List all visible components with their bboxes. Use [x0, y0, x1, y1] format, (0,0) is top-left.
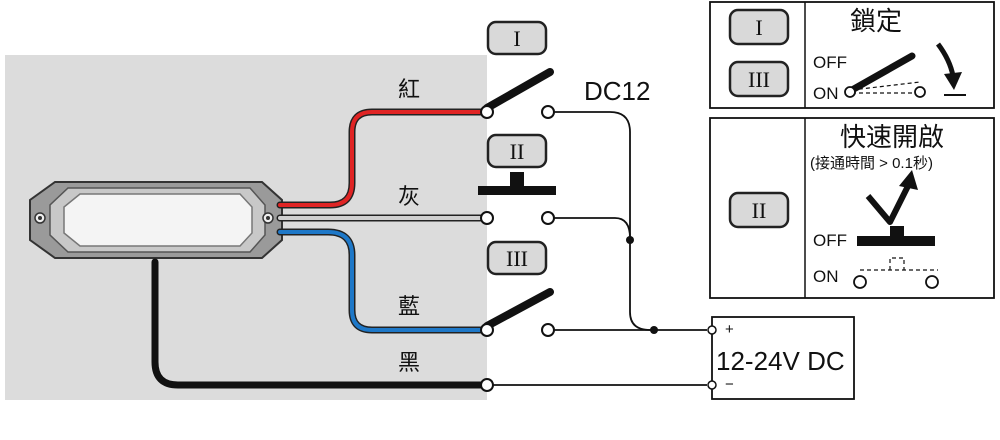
gray-wire-label: 灰 — [398, 184, 420, 209]
junction-dot-1 — [626, 236, 634, 244]
switch-2-label: II — [510, 139, 525, 164]
legend-momentary: II 快速開啟 (接通時間 > 0.1秒) OFF ON — [709, 117, 995, 299]
legend-momentary-title: 快速開啟 — [840, 122, 944, 152]
switch-2-key — [486, 133, 548, 169]
power-supply: + − 12-24V DC — [707, 316, 855, 400]
supply-voltage-label: 12-24V DC — [716, 346, 845, 376]
black-wire — [151, 258, 489, 389]
legend-lock-key-2-label: III — [748, 67, 770, 92]
black-wire-label: 黑 — [398, 350, 420, 375]
legend-lock-key-1 — [728, 8, 790, 46]
led-light-unit — [29, 181, 283, 259]
blue-wire-label: 藍 — [398, 294, 420, 319]
dc12-bus-wire — [554, 111, 707, 331]
switch-3: III — [480, 240, 555, 337]
legend-lock-key-2 — [728, 60, 790, 98]
legend-lock-key-1-label: I — [755, 15, 762, 40]
legend-momentary-off: OFF — [813, 231, 847, 250]
legend-momentary-on: ON — [813, 267, 839, 286]
switch-1-key — [486, 20, 548, 56]
legend-lock-on: ON — [813, 84, 839, 103]
legend-momentary-key — [728, 191, 790, 229]
switch-2: II — [478, 133, 556, 225]
legend-momentary-subtitle: (接通時間 > 0.1秒) — [810, 155, 933, 172]
switch-3-label: III — [506, 246, 528, 271]
legend-lock-off: OFF — [813, 53, 847, 72]
dc12-label: DC12 — [584, 76, 650, 106]
switch-1: I — [480, 20, 555, 119]
legend-momentary-arrow — [865, 184, 911, 225]
legend-momentary-key-label: II — [752, 198, 767, 223]
black-wire-terminal — [480, 378, 494, 392]
switch-1-label: I — [513, 26, 520, 51]
switch-3-key — [486, 240, 548, 276]
red-wire-label: 紅 — [398, 77, 420, 102]
legend-lock-title: 鎖定 — [850, 6, 902, 36]
supply-plus-sign: + — [725, 321, 734, 338]
legend-lock: I III 鎖定 OFF ON — [709, 1, 995, 109]
supply-minus-sign: − — [725, 376, 734, 393]
junction-dot-2 — [650, 326, 658, 334]
